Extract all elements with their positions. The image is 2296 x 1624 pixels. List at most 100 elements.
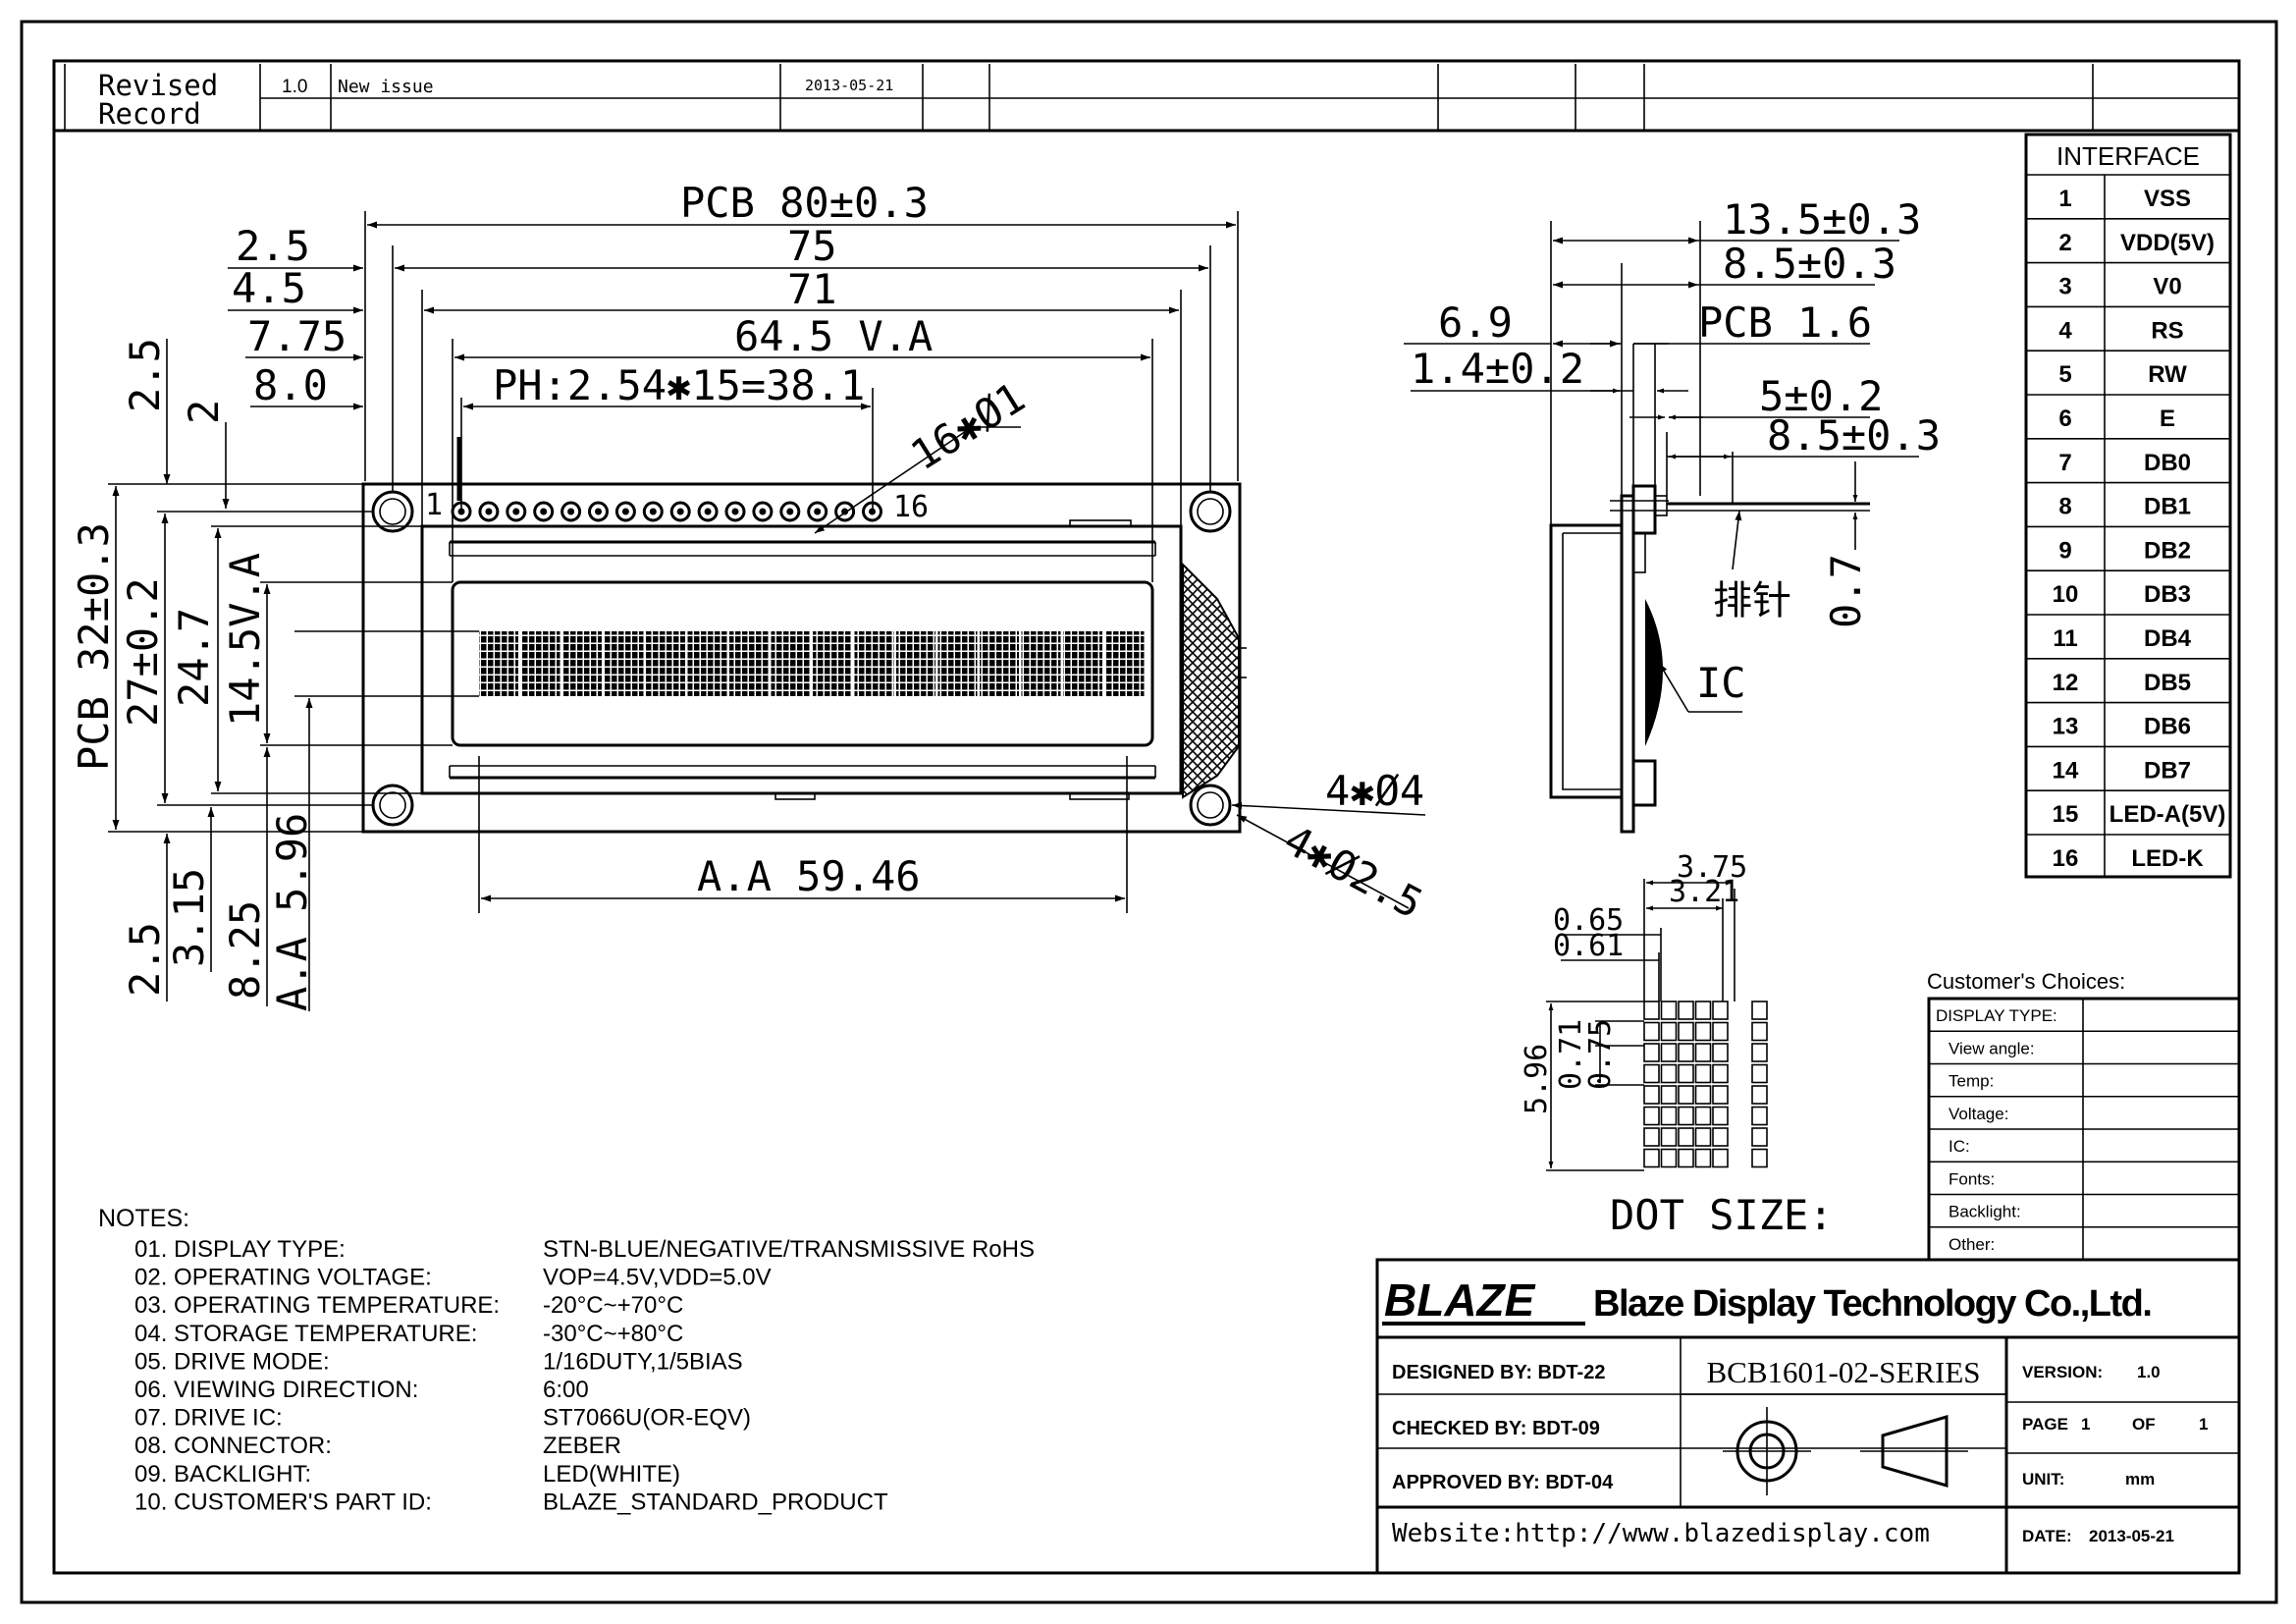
side-dim-13-5: 13.5±0.3 [1723, 195, 1921, 244]
note-value: ZEBER [543, 1433, 621, 1459]
dim-aa-width: A.A 59.46 [697, 852, 921, 900]
dot-cell [1660, 1148, 1678, 1168]
customer-row-label: Voltage: [1949, 1105, 2008, 1123]
pin-number: 15 [2053, 801, 2079, 828]
character-cell [813, 631, 852, 696]
dim-75: 75 [787, 222, 837, 270]
note-item: 02. OPERATING VOLTAGE:VOP=4.5V,VDD=5.0V [134, 1265, 772, 1291]
dim-pitch: PH:2.54✱15=38.1 [493, 361, 865, 409]
dot-cell-next [1751, 1148, 1768, 1168]
note-item: 05. DRIVE MODE:1/16DUTY,1/5BIAS [134, 1348, 743, 1375]
side-dim-5: 5±0.2 [1759, 372, 1883, 420]
blaze-logo: BLAZE [1382, 1274, 1585, 1326]
dot-cell [1660, 1043, 1678, 1062]
pin-name: DB0 [2144, 450, 2191, 476]
dot-cell [1643, 1043, 1660, 1062]
character-cell [729, 631, 769, 696]
dot-cell [1694, 1148, 1712, 1168]
active-area-characters [479, 631, 1145, 696]
character-cell [980, 631, 1019, 696]
connector-pin-center [731, 508, 739, 515]
pin-number: 8 [2058, 494, 2071, 520]
front-view: 1 16 [361, 437, 1247, 834]
mounting-hole-bl [371, 784, 414, 827]
dot-cell [1678, 1063, 1694, 1084]
front-dimensions: PCB 80±0.3 75 71 64.5 V.A PH:2.54✱15=38.… [70, 179, 1430, 1011]
pin-name: LED-K [2131, 845, 2204, 872]
sheet-border [20, 20, 2278, 1604]
dot-cell-next [1751, 1043, 1768, 1062]
pin-number: 10 [2053, 581, 2079, 608]
dot-cell [1712, 1043, 1729, 1062]
character-cell [562, 631, 602, 696]
dim-71: 71 [787, 265, 837, 313]
note-label: 05. DRIVE MODE: [134, 1348, 330, 1375]
side-dim-6-9: 6.9 [1438, 298, 1513, 347]
dot-cell [1678, 1043, 1694, 1062]
dot-dim-0-61: 0.61 [1553, 929, 1624, 963]
connector-pin-center [595, 508, 602, 515]
dot-cell-next [1751, 1106, 1768, 1126]
connector-pin [533, 501, 555, 522]
record-label: Record [98, 97, 201, 131]
pin-number: 11 [2053, 625, 2077, 652]
note-label: 08. CONNECTOR: [134, 1433, 332, 1459]
dot-cell [1712, 1085, 1729, 1105]
pin-16-label: 16 [893, 490, 929, 524]
revision-description: New issue [338, 77, 434, 97]
dot-cell [1678, 1148, 1694, 1168]
dim-8-0-left: 8.0 [253, 361, 328, 409]
dot-dim-5-96: 5.96 [1520, 1044, 1554, 1114]
dot-cell-next [1751, 1063, 1768, 1084]
character-cell [604, 631, 644, 696]
customer-row-label: DISPLAY TYPE: [1936, 1006, 2057, 1025]
connector-pin [697, 501, 719, 522]
character-cell [687, 631, 727, 696]
part-number: BCB1601-02-SERIES [1706, 1355, 1980, 1389]
customer-row-label: Fonts: [1949, 1169, 1995, 1188]
note-label: 10. CUSTOMER'S PART ID: [134, 1489, 432, 1515]
pin-name: LED-A(5V) [2109, 801, 2226, 828]
dot-cell [1660, 1001, 1678, 1020]
connector-pin [669, 501, 691, 522]
note-value: 6:00 [543, 1377, 589, 1403]
pin-name: DB3 [2144, 581, 2191, 608]
pin-number: 5 [2058, 361, 2071, 388]
pin-number: 1 [2058, 186, 2071, 212]
pin-number: 4 [2058, 317, 2072, 344]
connector-pin [588, 501, 609, 522]
connector-pins [451, 437, 882, 522]
dot-cell [1694, 1043, 1712, 1062]
note-label: 01. DISPLAY TYPE: [134, 1236, 346, 1263]
dim-va-height: 14.5V.A [221, 553, 269, 727]
page-value: 1 [2081, 1415, 2090, 1434]
dot-cell [1678, 1127, 1694, 1147]
pin-number: 12 [2053, 670, 2079, 696]
character-cell [646, 631, 685, 696]
revision-date: 2013-05-21 [805, 77, 893, 94]
notes: NOTES: 01. DISPLAY TYPE:STN-BLUE/NEGATIV… [98, 1205, 1035, 1515]
unit-label: UNIT: [2022, 1470, 2064, 1489]
dot-cell [1694, 1001, 1712, 1020]
connector-pin [478, 501, 500, 522]
dot-cell [1660, 1127, 1678, 1147]
dot-cell [1694, 1106, 1712, 1126]
checked-by: CHECKED BY: BDT-09 [1392, 1418, 1600, 1439]
pin-name: V0 [2153, 274, 2181, 300]
dot-dim-0-75: 0.75 [1583, 1019, 1618, 1090]
note-label: 06. VIEWING DIRECTION: [134, 1377, 418, 1403]
note-item: 04. STORAGE TEMPERATURE:-30°C~+80°C [134, 1321, 683, 1347]
note-value: ST7066U(OR-EQV) [543, 1405, 751, 1432]
dot-cell [1643, 1001, 1660, 1020]
dim-2-5-left: 2.5 [236, 222, 310, 270]
dim-24-7: 24.7 [170, 608, 218, 707]
mounting-hole-br [1189, 784, 1232, 827]
customers-choices-title: Customer's Choices: [1927, 969, 2125, 994]
mounting-hole-tr [1189, 490, 1232, 533]
